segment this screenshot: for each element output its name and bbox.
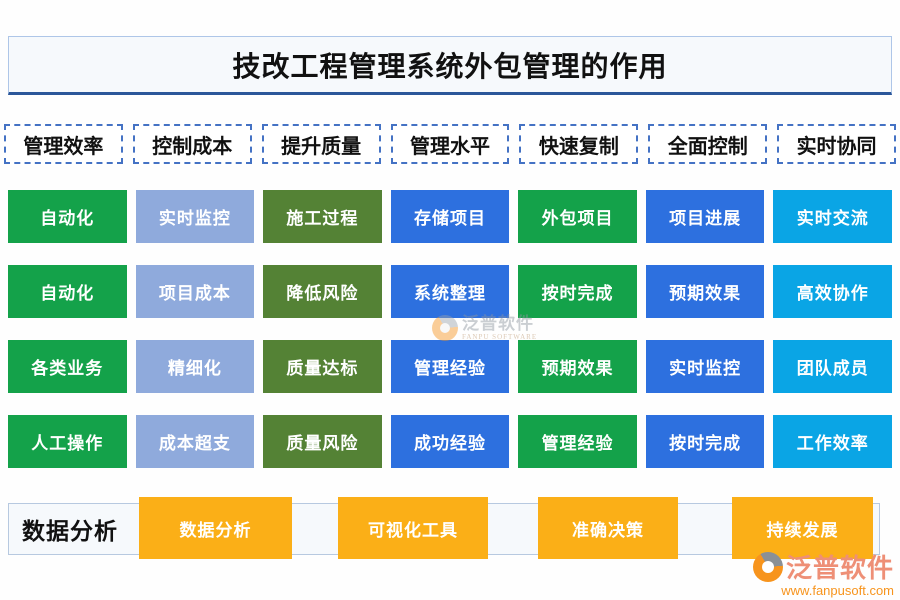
grid-cell: 预期效果 [645, 265, 765, 318]
header-row: 管理效率控制成本提升质量管理水平快速复制全面控制实时协同 [4, 124, 896, 164]
bottom-item: 准确决策 [538, 497, 678, 559]
fanpu-logo-icon [752, 551, 783, 582]
grid-cell: 人工操作 [8, 415, 127, 468]
header-cell: 实时协同 [777, 124, 896, 164]
grid-cell: 项目进展 [645, 190, 765, 243]
grid-cell: 团队成员 [773, 340, 892, 393]
grid-cell: 工作效率 [773, 415, 892, 468]
grid-cell: 自动化 [8, 190, 127, 243]
grid-cell: 质量达标 [263, 340, 382, 393]
grid-cell: 成本超支 [135, 415, 255, 468]
grid-cell: 实时监控 [135, 190, 255, 243]
grid-cell: 高效协作 [773, 265, 892, 318]
title-box: 技改工程管理系统外包管理的作用 [8, 36, 892, 95]
page-title: 技改工程管理系统外包管理的作用 [232, 51, 668, 83]
corner-watermark: 泛普软件 www.fanpusoft.com [752, 548, 894, 598]
grid-cell: 自动化 [8, 265, 127, 318]
grid-cell: 降低风险 [263, 265, 382, 318]
corner-watermark-brand: 泛普软件 [785, 554, 894, 583]
grid-cell: 按时完成 [645, 415, 765, 468]
header-cell: 管理水平 [390, 124, 510, 164]
center-watermark-sub: FANPU SOFTWARE [462, 333, 538, 341]
center-watermark: 泛普软件 FANPU SOFTWARE [432, 315, 537, 341]
grid-cell: 精细化 [135, 340, 255, 393]
header-cell: 快速复制 [519, 124, 639, 164]
grid-cell: 管理经验 [518, 415, 637, 468]
grid-cell: 施工过程 [263, 190, 382, 243]
header-cell: 控制成本 [132, 124, 252, 164]
header-cell: 管理效率 [4, 124, 123, 164]
grid-cell: 预期效果 [518, 340, 637, 393]
grid-cell: 管理经验 [390, 340, 510, 393]
bottom-item: 可视化工具 [338, 497, 488, 559]
header-cell: 全面控制 [648, 124, 768, 164]
corner-watermark-url: www.fanpusoft.com [781, 583, 894, 598]
keyword-grid: 自动化实时监控施工过程存储项目外包项目项目进展实时交流自动化项目成本降低风险系统… [8, 190, 892, 468]
grid-cell: 项目成本 [135, 265, 255, 318]
center-watermark-brand: 泛普软件 [462, 314, 534, 333]
grid-cell: 系统整理 [390, 265, 510, 318]
grid-cell: 按时完成 [518, 265, 637, 318]
grid-cell: 存储项目 [390, 190, 510, 243]
header-cell: 提升质量 [261, 124, 381, 164]
grid-cell: 各类业务 [8, 340, 127, 393]
bottom-container [8, 503, 880, 555]
bottom-item: 数据分析 [139, 497, 292, 559]
grid-cell: 实时交流 [773, 190, 892, 243]
grid-cell: 质量风险 [263, 415, 382, 468]
fanpu-logo-icon [432, 315, 458, 341]
grid-cell: 外包项目 [518, 190, 637, 243]
bottom-label: 数据分析 [22, 519, 118, 544]
grid-cell: 实时监控 [645, 340, 765, 393]
grid-cell: 成功经验 [390, 415, 510, 468]
